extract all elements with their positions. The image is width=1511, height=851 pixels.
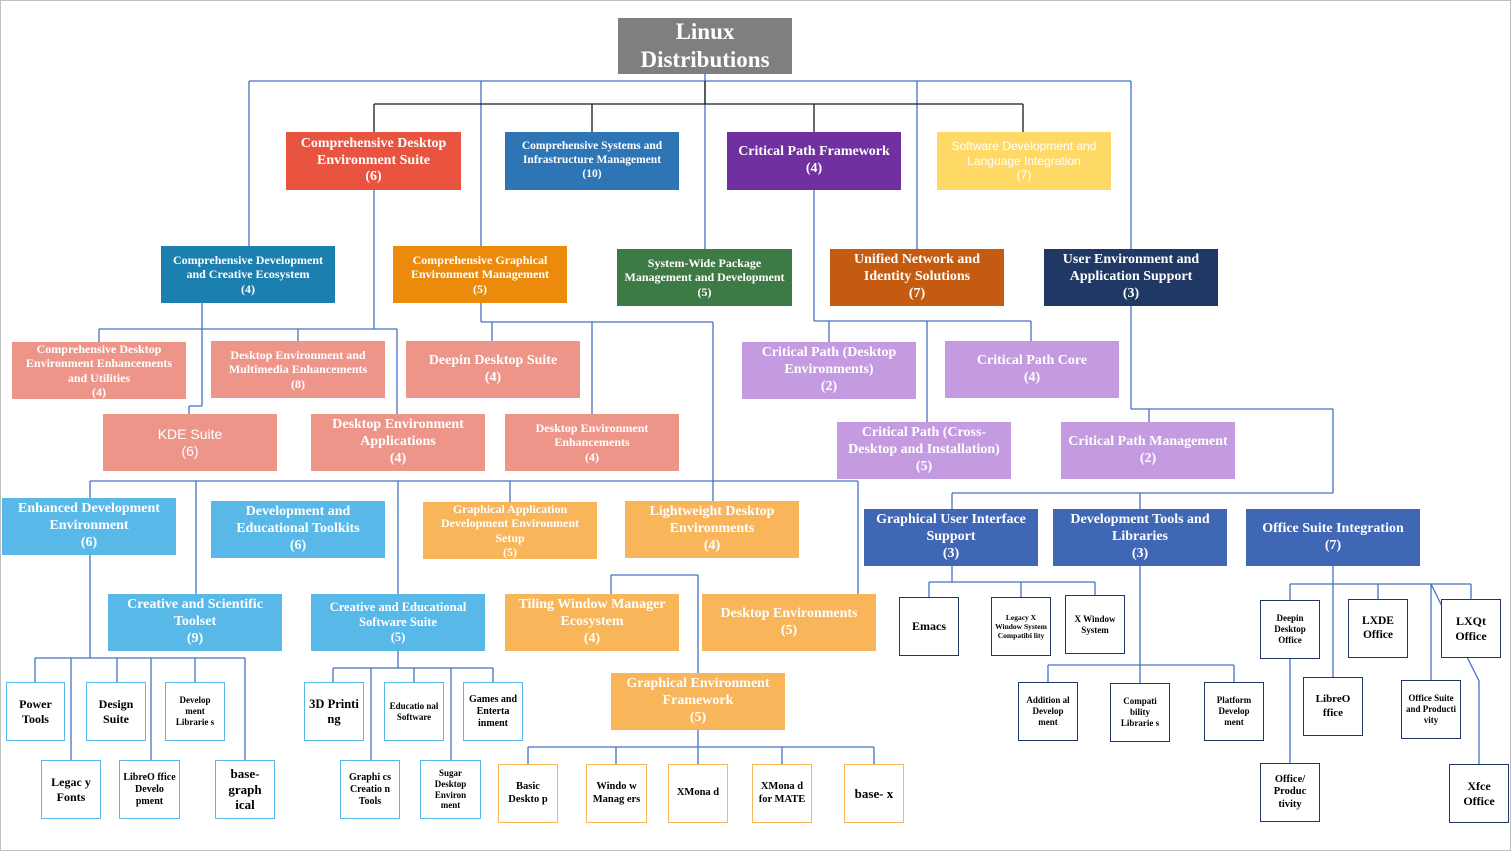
leaf-platform-development: Platform Develop ment (1204, 682, 1264, 741)
leaf-deepin-desktop-office: Deepin Desktop Office (1260, 600, 1320, 659)
node-lightweight-desktop-environments: Lightweight Desktop Environments(4) (625, 501, 799, 558)
leaf-legacy-x-window: Legacy X Window System Compatibi lity (991, 597, 1051, 656)
connector-line (813, 190, 1333, 422)
node-critical-path-framework: Critical Path Framework(4) (727, 132, 901, 190)
leaf-compatibility-libraries: Compati bility Librarie s (1110, 683, 1170, 742)
connector-line (373, 81, 1024, 132)
node-comprehensive-graphical-environment: Comprehensive Graphical Environment Mana… (393, 246, 567, 303)
node-desktop-environments: Desktop Environments(5) (702, 594, 876, 651)
node-office-suite-integration: Office Suite Integration(7) (1246, 509, 1420, 566)
connector-line (1047, 566, 1235, 683)
root-node: Linux Distributions (618, 18, 792, 74)
node-user-environment-application: User Environment and Application Support… (1044, 249, 1218, 306)
node-cde-enhancements-utilities: Comprehensive Desktop Environment Enhanc… (12, 342, 186, 399)
connector-line (480, 303, 714, 481)
connector-line (1289, 566, 1480, 764)
leaf-libreoffice-development: LibreO ffice Develo pment (119, 760, 180, 819)
leaf-base-graphical: base- graph ical (215, 760, 275, 819)
node-graphical-environment-framework: Graphical Environment Framework(5) (611, 673, 785, 730)
node-kde-suite: KDE Suite(6) (103, 414, 277, 471)
connector-line (89, 480, 859, 594)
root-title: Linux Distributions (640, 19, 770, 72)
node-creative-educational-software: Creative and Educational Software Suite(… (311, 594, 485, 651)
leaf-emacs: Emacs (899, 597, 959, 656)
leaf-xmonad-for-mate: XMona d for MATE (752, 764, 812, 823)
connector-line (951, 409, 1334, 509)
node-comprehensive-development-creative: Comprehensive Development and Creative E… (161, 246, 335, 303)
leaf-sugar-desktop-environment: Sugar Desktop Environ ment (420, 760, 481, 819)
node-desktop-environment-applications: Desktop Environment Applications(4) (311, 414, 485, 471)
node-creative-scientific-toolset: Creative and Scientific Toolset(9) (108, 594, 282, 651)
leaf-educational-software: Educatio nal Software (384, 682, 444, 741)
node-critical-path-core: Critical Path Core(4) (945, 341, 1119, 398)
leaf-libreoffice: LibreO ffice (1303, 677, 1363, 736)
leaf-office-suite-productivity: Office Suite and Producti vity (1401, 680, 1461, 739)
node-system-wide-package-management: System-Wide Package Management and Devel… (617, 249, 792, 306)
connector-line (928, 566, 1096, 597)
leaf-legacy-fonts: Legac y Fonts (41, 760, 101, 819)
connector-line (34, 555, 246, 760)
node-graphical-application-dev-setup: Graphical Application Development Enviro… (423, 502, 597, 559)
node-critical-path-desktop: Critical Path (Desktop Environments)(2) (742, 342, 916, 399)
node-development-tools-libraries: Development Tools and Libraries(3) (1053, 509, 1227, 566)
node-enhanced-development-environment: Enhanced Development Environment(6) (2, 498, 176, 555)
leaf-games-entertainment: Games and Enterta inment (463, 682, 523, 741)
node-development-educational-toolkits: Development and Educational Toolkits(6) (211, 501, 385, 558)
node-critical-path-cross-desktop: Critical Path (Cross-Desktop and Install… (837, 422, 1011, 479)
node-deepin-desktop-suite: Deepin Desktop Suite(4) (406, 341, 580, 398)
node-graphical-user-interface-support: Graphical User Interface Support(3) (864, 509, 1038, 566)
node-desktop-environment-enhancements: Desktop Environment Enhancements(4) (505, 414, 679, 471)
leaf-lxqt-office: LXQt Office (1441, 599, 1501, 658)
node-tiling-window-manager-ecosystem: Tiling Window Manager Ecosystem(4) (505, 594, 679, 651)
leaf-base-x: base- x (844, 764, 904, 823)
leaf-xmonad: XMona d (668, 764, 728, 823)
leaf-x-window-system: X Window System (1065, 595, 1125, 654)
leaf-lxde-office: LXDE Office (1348, 599, 1408, 658)
leaf-office-productivity: Office/ Produc tivity (1260, 763, 1320, 822)
leaf-power-tools: Power Tools (6, 682, 65, 741)
node-software-development-language: Software Development and Language Integr… (937, 132, 1111, 190)
leaf-graphics-creation-tools: Graphi cs Creatio n Tools (340, 760, 400, 819)
node-unified-network-identity: Unified Network and Identity Solutions(7… (830, 249, 1004, 306)
node-comprehensive-desktop-environment-suite: Comprehensive Desktop Environment Suite(… (286, 132, 461, 190)
leaf-xfce-office: Xfce Office (1449, 764, 1509, 823)
connector-line (527, 574, 875, 764)
leaf-window-managers: Windo w Manag ers (586, 764, 647, 823)
connector-line (98, 190, 398, 414)
node-desktop-multimedia-enhancements: Desktop Environment and Multimedia Enhan… (211, 341, 385, 398)
leaf-development-libraries: Develop ment Librarie s (165, 682, 225, 741)
node-comprehensive-systems-infrastructure: Comprehensive Systems and Infrastructure… (505, 132, 679, 190)
node-critical-path-management: Critical Path Management(2) (1061, 422, 1235, 479)
leaf-3d-printing: 3D Printi ng (304, 682, 364, 741)
leaf-additional-development: Addition al Develop ment (1018, 682, 1078, 741)
connector-line (332, 651, 494, 760)
leaf-basic-desktop: Basic Deskto p (498, 764, 558, 823)
leaf-design-suite: Design Suite (86, 682, 146, 741)
connector-line (248, 74, 1132, 249)
